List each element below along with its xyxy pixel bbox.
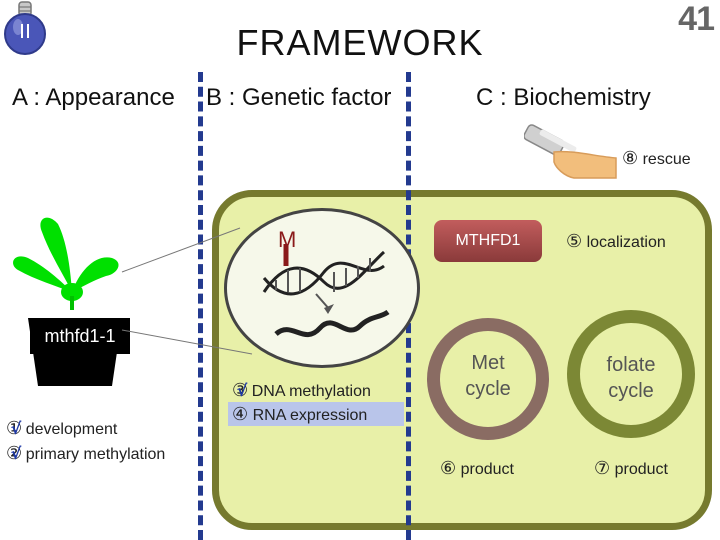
genetic-label: RNA expression [252,407,368,424]
light-bulb-icon [4,1,46,55]
page-title: FRAMEWORK [236,22,484,63]
genetic-item-rna-expression: ④ RNA expression [232,404,367,425]
met-product-label: ⑥ product [440,458,514,478]
hand-dropper-icon [524,124,617,179]
mutant-label: mthfd1-1 [30,318,130,354]
mutation-marker: M [278,227,297,252]
folate-product-label: ⑦ product [594,458,668,478]
header-biochemistry: C : Biochemistry [476,84,651,111]
genetic-label: DNA methylation [251,383,371,400]
appearance-label: development [25,421,118,438]
nucleus [224,208,420,368]
separator-left [198,72,203,540]
marker-2: ② [6,443,23,463]
mthfd1-box: MTHFD1 [434,220,542,262]
page-number: 41 [678,0,715,38]
appearance-item-development: ① √ development [6,418,117,439]
check-icon: √ [10,444,22,463]
header-appearance: A : Appearance [12,84,175,111]
marker-6: ⑥ [440,458,457,478]
check-icon: √ [10,419,22,438]
marker-5: ⑤ [566,231,583,251]
marker-7: ⑦ [594,458,611,478]
plant-icon [13,217,122,386]
header-genetic-factor: B : Genetic factor [206,84,392,111]
localization-label: ⑤ localization [566,231,666,251]
marker-1: ① [6,418,23,438]
folate-cycle-label: folate cycle [606,354,656,402]
marker-3: ③ [232,380,249,400]
rna-highlight [228,402,404,426]
marker-4: ④ [232,404,249,424]
marker-8: ⑧ [622,148,639,168]
genetic-item-dna-methylation: ③ √ DNA methylation [232,380,371,401]
check-icon: √ [236,381,248,400]
appearance-label: primary methylation [25,446,166,463]
appearance-item-methylation: ② √ primary methylation [6,443,165,464]
rescue-label: ⑧ rescue [622,148,691,168]
met-cycle-label: Met cycle [465,352,511,400]
dna-icon [262,244,390,337]
